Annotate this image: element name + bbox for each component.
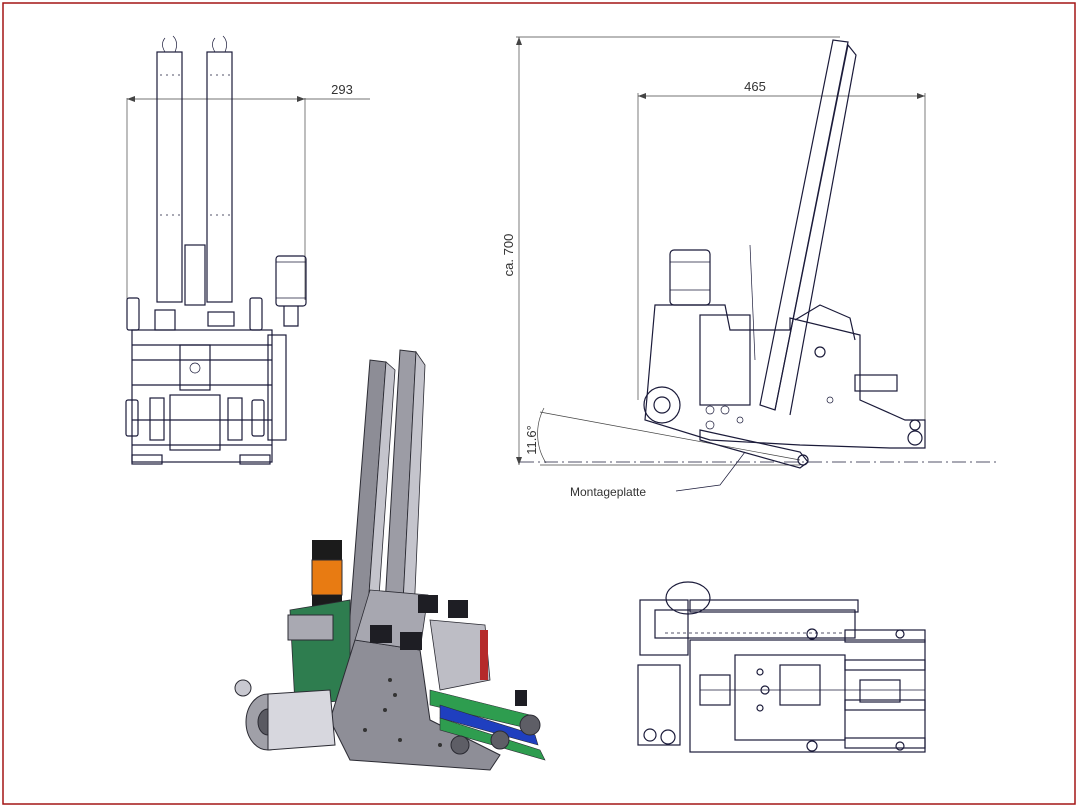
dimension-angle: 11.6°: [524, 425, 539, 455]
dimension-width-front: 293: [331, 82, 353, 97]
label-mounting-plate: Montageplatte: [570, 485, 646, 499]
front-view: 293: [125, 35, 370, 465]
dimension-height-side: ca. 700: [501, 234, 516, 277]
side-view: ca. 700 465 11.6°: [501, 36, 1000, 499]
top-view: [637, 581, 926, 753]
dimension-width-side: 465: [744, 79, 766, 94]
isometric-view: [234, 349, 546, 771]
